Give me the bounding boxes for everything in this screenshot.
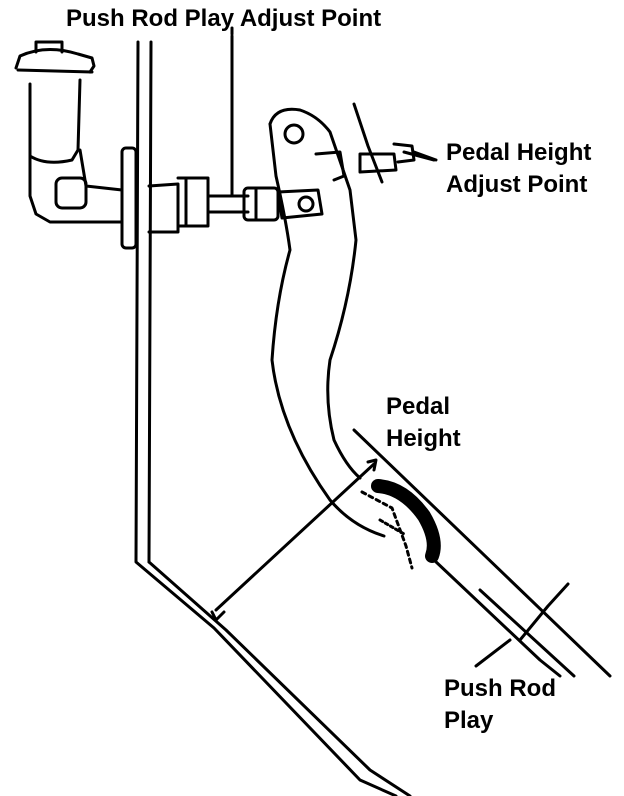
pedal-height-label-line2: Height	[386, 425, 461, 452]
push-rod	[206, 34, 324, 222]
pedal-pad	[360, 479, 441, 570]
leader-lines	[230, 26, 436, 162]
firewall-panel	[134, 40, 412, 796]
clutch-pedal-arm	[268, 107, 386, 538]
push-rod-play-adjust-point-label: Push Rod Play Adjust Point	[66, 5, 382, 32]
pedal-height-label-line1: Pedal	[386, 393, 451, 420]
pedal-height-adjust-point-label-line1: Pedal Height	[446, 139, 592, 166]
master-cylinder	[14, 40, 210, 250]
measurement-lines	[210, 428, 612, 678]
pedal-height-adjust-point-label-line2: Adjust Point	[446, 171, 588, 198]
pedal-stop-bracket	[314, 102, 438, 184]
push-rod-play-label-line1: Push Rod	[444, 675, 556, 702]
push-rod-play-label-line2: Play	[444, 707, 494, 734]
